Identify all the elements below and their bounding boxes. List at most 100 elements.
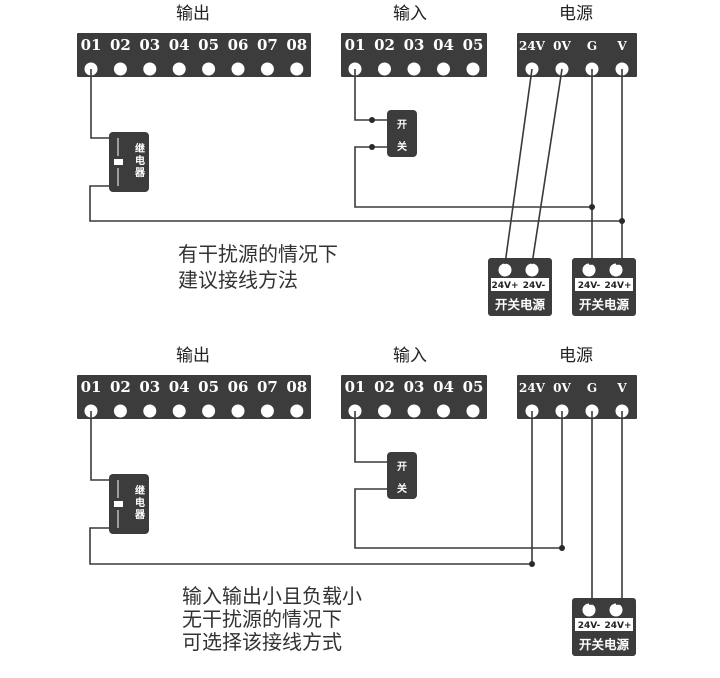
power-24v-wire [504, 68, 533, 265]
psu-name: 开关电源 [495, 297, 546, 312]
switch-return-wire [354, 488, 562, 549]
power-v-wire [616, 69, 623, 265]
power-terminal-block-terminal-label: 0V [553, 381, 571, 395]
input-terminal-block-terminal-label: 05 [463, 36, 484, 54]
power-0v-wire [531, 68, 563, 265]
switch-body [387, 452, 417, 499]
input-terminal-block-terminal-screw [437, 404, 450, 418]
output-terminal-block-terminal-screw [172, 404, 186, 418]
relay-label-char: 器 [134, 509, 146, 521]
power-terminal-block-body [517, 375, 637, 419]
input-terminal-block-terminal-label: 04 [433, 378, 454, 396]
note-line: 输入输出小且负载小 [182, 584, 362, 608]
output-terminal-block-terminal-label: 02 [110, 36, 131, 54]
switch-label-char: 开 [397, 461, 407, 473]
psu-terminal-label: 24V+ [604, 281, 631, 291]
relay-coil-symbol [114, 159, 123, 165]
output-terminal-block-terminal-label: 01 [81, 36, 102, 54]
psu-terminal-label: 24V- [578, 281, 601, 291]
output-terminal-block-terminal-screw [260, 404, 274, 418]
psu-terminal-screw [582, 263, 596, 277]
switch-label-char: 关 [397, 482, 407, 495]
power-terminal-block-body [517, 33, 637, 77]
relay-device: 继电器 [109, 132, 149, 192]
output-terminal-block-terminal-label: 02 [110, 378, 131, 396]
switch-device: 开关 [387, 452, 417, 499]
junction-dot [589, 204, 595, 210]
output-terminal-block-terminal-screw [113, 62, 127, 76]
input-terminal-block-terminal-label: 02 [374, 378, 395, 396]
psu-terminal-label: 24V- [523, 281, 546, 291]
relay-return-wire [89, 185, 622, 222]
switching-power-supply: 24V-24V+开关电源 [572, 258, 636, 316]
power-terminal-block-terminal-label: 24V [519, 381, 546, 395]
power-g-wire [589, 69, 593, 265]
output-terminal-block-terminal-screw [172, 62, 186, 76]
relay-label-char: 器 [134, 167, 146, 179]
output-terminal-block-terminal-label: 03 [139, 36, 160, 54]
output-terminal-block-terminal-label: 07 [257, 378, 278, 396]
psu-terminal-screw [582, 603, 596, 617]
input-terminal-block-terminal-screw [466, 404, 480, 418]
power-terminal-block-terminal-label: G [587, 39, 597, 53]
relay-device: 继电器 [109, 474, 149, 534]
switch-wire [354, 411, 387, 463]
output-terminal-block-terminal-screw [290, 62, 304, 76]
psu-terminal-label: 24V- [578, 621, 601, 631]
output-terminal-block-terminal-screw [231, 404, 245, 418]
output-terminal-block-terminal-screw [143, 62, 157, 76]
input-terminal-block-terminal-label: 02 [374, 36, 395, 54]
junction-dot [529, 561, 535, 567]
relay-return-wire [89, 527, 532, 565]
input-label: 输入 [393, 4, 427, 24]
output-terminal-block-body [77, 33, 311, 77]
switch-device: 开关 [387, 110, 417, 157]
relay-coil-symbol [114, 501, 123, 507]
output-terminal-block-terminal-screw [290, 404, 304, 418]
psu-terminal-screw [498, 263, 512, 277]
note-line: 有干扰源的情况下 [178, 242, 338, 266]
input-terminal-block-terminal-label: 05 [463, 378, 484, 396]
relay-wire [90, 411, 109, 481]
input-terminal-block-body [341, 375, 487, 419]
power-terminal-block-terminal-label: V [616, 39, 627, 53]
relay-body [109, 474, 149, 534]
psu-name: 开关电源 [579, 637, 630, 652]
psu-terminal-strip [575, 278, 633, 291]
power-label: 电源 [559, 4, 593, 24]
relay-body [109, 132, 149, 192]
output-terminal-block-terminal-label: 01 [81, 378, 102, 396]
output-terminal-block-terminal-label: 03 [139, 378, 160, 396]
power-terminal-block-terminal-label: 0V [553, 39, 571, 53]
output-terminal-block-terminal-label: 07 [257, 36, 278, 54]
note-line: 可选择该接线方式 [182, 630, 342, 654]
input-terminal-block-terminal-label: 01 [345, 36, 366, 54]
psu-terminal-label: 24V+ [491, 281, 518, 291]
psu-terminal-strip [491, 278, 549, 291]
psu-terminal-screw [609, 603, 623, 617]
power-label: 电源 [559, 346, 593, 366]
junction-dot [369, 144, 375, 150]
output-terminal-block-terminal-label: 06 [228, 378, 249, 396]
output-label: 输出 [176, 4, 210, 24]
input-terminal-block-terminal-screw [407, 62, 421, 76]
psu-terminal-strip [575, 618, 633, 631]
power-terminal-block-terminal-label: G [587, 381, 597, 395]
output-terminal-block-terminal-label: 04 [169, 36, 190, 54]
power-terminal-block-terminal-label: V [616, 381, 627, 395]
output-label: 输出 [176, 346, 210, 366]
relay-label-char: 继 [135, 484, 145, 497]
output-terminal-block-body [77, 375, 311, 419]
output-terminal-block-terminal-screw [260, 62, 274, 76]
relay-label-char: 电 [135, 154, 145, 167]
psu-terminal-screw [525, 263, 539, 277]
switching-power-supply: 24V-24V+开关电源 [572, 598, 636, 656]
relay-wire [90, 69, 109, 139]
input-label: 输入 [393, 346, 427, 366]
switch-wire [354, 69, 387, 121]
output-terminal-block-terminal-label: 06 [228, 36, 249, 54]
output-terminal-block-terminal-label: 08 [286, 36, 307, 54]
output-terminal-block-terminal-screw [231, 62, 245, 76]
